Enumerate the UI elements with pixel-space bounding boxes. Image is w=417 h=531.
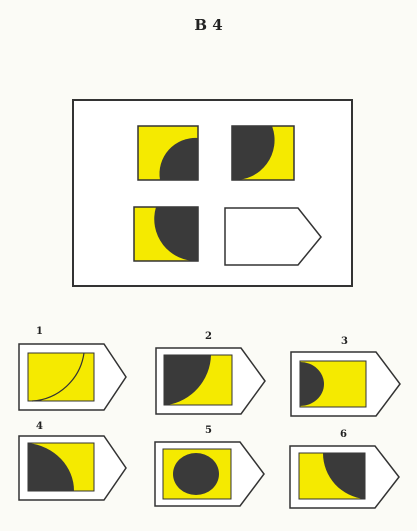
option-6[interactable] [289, 445, 401, 509]
option-4-number: 4 [36, 421, 43, 432]
matrix-cell-top-left [137, 125, 199, 181]
option-1[interactable] [18, 343, 128, 411]
option-6-number: 6 [340, 429, 347, 440]
matrix-cell-top-right [231, 125, 295, 181]
option-5-number: 5 [205, 425, 212, 436]
test-title: B 4 [194, 16, 223, 34]
answer-slot [224, 207, 324, 267]
option-4[interactable] [18, 435, 128, 501]
option-1-number: 1 [36, 326, 43, 337]
option-2-number: 2 [205, 331, 212, 342]
option-5[interactable] [154, 441, 266, 507]
option-2[interactable] [155, 347, 267, 415]
option-3-number: 3 [341, 336, 348, 347]
matrix-cell-bottom-left [133, 206, 199, 262]
option-3[interactable] [290, 351, 402, 417]
